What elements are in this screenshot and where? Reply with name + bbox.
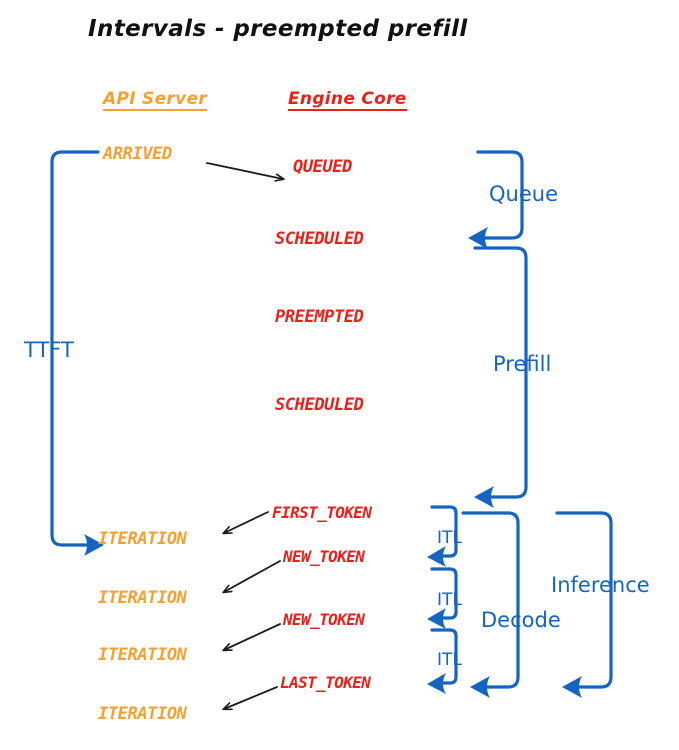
event-new-token-1: NEW_TOKEN — [283, 547, 365, 566]
queue-bracket — [468, 150, 524, 249]
event-iteration-2: ITERATION — [98, 588, 187, 608]
interval-label-itl-2: ITL — [437, 590, 462, 610]
event-iteration-3: ITERATION — [98, 645, 187, 665]
itl-bracket-3 — [427, 628, 458, 694]
event-scheduled-2: SCHEDULED — [275, 395, 364, 415]
event-last-token: LAST_TOKEN — [280, 673, 371, 692]
event-first-token: FIRST_TOKEN — [272, 503, 372, 522]
interval-label-decode: Decode — [481, 608, 561, 632]
decode-bracket — [461, 511, 520, 698]
event-scheduled-1: SCHEDULED — [275, 229, 364, 249]
event-queued: QUEUED — [293, 157, 353, 177]
event-preempted: PREEMPTED — [275, 307, 364, 327]
interval-label-queue: Queue — [489, 182, 558, 206]
interval-label-itl-1: ITL — [437, 528, 462, 548]
interval-label-ttft: TTFT — [24, 338, 74, 362]
event-arrived: ARRIVED — [103, 144, 172, 164]
event-iteration-4: ITERATION — [98, 704, 187, 724]
column-header-engine-core: Engine Core — [288, 89, 407, 111]
interval-label-inference: Inference — [551, 573, 650, 597]
column-header-api-server: API Server — [103, 89, 208, 111]
prefill-bracket — [473, 246, 528, 508]
ttft-bracket — [50, 150, 104, 556]
interval-label-prefill: Prefill — [493, 352, 552, 376]
itl-bracket-2 — [427, 567, 458, 629]
event-iteration-1: ITERATION — [98, 529, 187, 549]
itl-bracket-1 — [427, 505, 458, 567]
inference-bracket — [555, 511, 613, 698]
interval-label-itl-3: ITL — [437, 650, 462, 670]
event-new-token-2: NEW_TOKEN — [283, 610, 365, 629]
page-title: Intervals - preempted prefill — [88, 16, 468, 42]
transition-arrows — [206, 162, 283, 709]
